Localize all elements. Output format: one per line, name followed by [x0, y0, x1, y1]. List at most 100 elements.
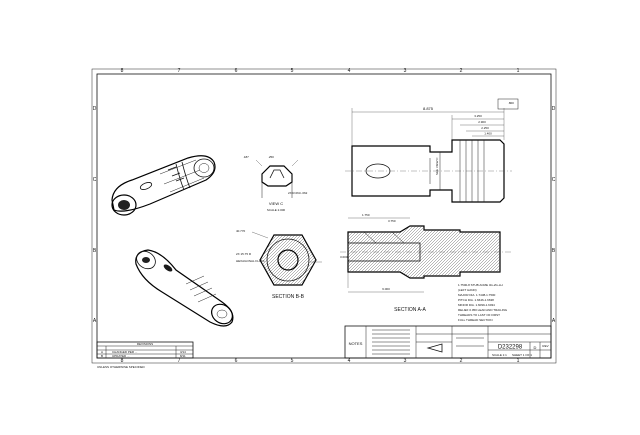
revisions-block: REVISIONS A CHANGED PER ... 3/14 B UPDAT… — [96, 341, 194, 369]
section-b-b: 40.770 2X 15.75 R HEXAGONAL FLATS SECTIO… — [236, 229, 322, 300]
thread-note-line-1: (LEFT HAND) — [458, 288, 477, 292]
zone-row-right-0: D — [552, 106, 556, 112]
hatch-line — [293, 235, 316, 285]
hatch-line — [290, 224, 346, 280]
section-aa-dim-3: 3.750 — [388, 219, 396, 223]
title-block: NOTES D232298 D REV SCALE 1:1 SHEET 1 OF… — [344, 325, 552, 359]
revision-row-a-desc: CHANGED PER ... — [112, 350, 138, 354]
zone-col-top-2: 6 — [235, 68, 238, 74]
zone-col-bottom-6: 2 — [460, 358, 463, 364]
hatch-line — [260, 235, 301, 285]
hatch-line — [348, 226, 365, 278]
zone-row-left-0: D — [93, 106, 97, 112]
section-bb-dim-2: 2X 15.75 R — [236, 252, 252, 256]
hatch-line — [348, 226, 368, 278]
thread-note-line-2: MAJOR DIA. 1.7438-1.7500 — [458, 293, 496, 297]
hatch-line — [260, 235, 286, 285]
scale-label: SCALE 1:1 — [492, 353, 507, 357]
thread-note-line-4: MINOR DIA. 1.6099-1.6034 — [458, 303, 495, 307]
hatch-line — [348, 226, 401, 278]
isometric-view-upper — [111, 155, 216, 216]
top-dim-5: .800 — [508, 101, 514, 105]
corner-note: UNLESS OTHERWISE SPECIFIED — [97, 365, 145, 369]
zone-row-right-2: B — [552, 248, 556, 254]
hatch-line — [266, 235, 316, 285]
hatch-line — [260, 235, 298, 285]
zone-row-right-1: C — [552, 177, 556, 183]
sheet-border — [91, 68, 557, 364]
revision-row-a-rev: A — [101, 350, 103, 354]
hatch-line — [472, 226, 500, 278]
hatch-line — [406, 226, 464, 278]
section-b-b-hatching — [260, 235, 316, 285]
hatch-line — [487, 226, 500, 278]
top-elevation-view: 8.875 3.250 2.900 2.250 1.400 .800 SEE V… — [345, 98, 519, 203]
zone-col-bottom-0: 8 — [121, 358, 124, 364]
notes-label: NOTES — [349, 341, 363, 346]
zone-col-top-3: 5 — [291, 68, 294, 74]
rev-label: REV — [542, 344, 548, 348]
hex-flats-note: HEXAGONAL FLATS — [236, 259, 265, 263]
revisions-header: REVISIONS — [137, 342, 153, 346]
zone-col-bottom-7: 1 — [517, 358, 520, 364]
hatch-line — [481, 226, 500, 278]
revision-row-a-date: 3/14 — [180, 350, 186, 354]
top-dim-3: 2.250 — [481, 126, 489, 130]
thread-note-line-6: THREADS TO LAST OF FIRST — [458, 313, 500, 317]
view-c-dim-2: .250 — [268, 155, 274, 159]
zone-col-top-1: 7 — [178, 68, 181, 74]
thread-note-line-7: FULL THREAD SECTION — [458, 318, 493, 322]
hatch-line — [409, 226, 467, 278]
hatch-line — [272, 235, 316, 285]
hatch-line — [275, 235, 316, 285]
zone-row-right-3: A — [552, 318, 556, 324]
hatch-line — [348, 226, 362, 278]
hatch-line — [442, 226, 500, 278]
section-aa-label: SECTION A-A — [394, 307, 426, 313]
sheet-label: SHEET 1 OF 1 — [512, 353, 532, 357]
section-bb-dim-1: 40.770 — [236, 229, 246, 233]
zone-col-top-0: 8 — [121, 68, 124, 74]
size-label: D — [534, 345, 537, 350]
top-dim-overall: 8.875 — [423, 106, 434, 111]
hatch-line — [260, 235, 283, 285]
hatch-line — [348, 226, 398, 278]
zone-row-left-2: B — [93, 248, 97, 254]
zone-row-left-1: C — [93, 177, 97, 183]
view-c-label: VIEW C — [269, 201, 283, 206]
section-aa-dim-1: 6.000 — [382, 287, 390, 291]
hatch-line — [290, 235, 316, 285]
view-c-dim-1: .187 — [243, 155, 249, 159]
section-bb-label: SECTION B-B — [272, 294, 305, 300]
drawing-number: D232298 — [498, 345, 523, 351]
top-dim-4: 1.400 — [484, 132, 492, 136]
section-aa-dim-4: 3.000 — [340, 255, 348, 259]
view-c-dim-3: 2X R.063-.062 — [288, 191, 308, 195]
zone-labels: 8 7 6 5 4 3 2 1 8 7 6 5 4 3 2 1 D C B A … — [93, 68, 556, 364]
isometric-view-lower — [135, 249, 234, 327]
hatch-line — [439, 226, 497, 278]
hatch-line — [260, 235, 289, 285]
thread-note-line-5: RELIEF 0.050 LEAD AND TRAILING — [458, 308, 508, 312]
hatch-line — [478, 226, 500, 278]
top-dim-2: 2.900 — [478, 120, 486, 124]
revision-row-b-desc: UPDATED ... — [112, 354, 130, 358]
revision-row-b-rev: B — [101, 354, 103, 358]
view-c-scale: SCALE 2.000 — [267, 208, 286, 212]
section-a-a: 6.000 1.750 3.750 3.000 SECTION A-A — [290, 213, 512, 313]
hatch-line — [376, 226, 434, 278]
zone-row-left-3: A — [93, 318, 97, 324]
hatch-line — [348, 226, 359, 278]
hatch-line — [299, 235, 316, 285]
section-aa-dim-2: 1.750 — [362, 213, 370, 217]
zone-col-bottom-3: 5 — [291, 358, 294, 364]
revision-row-b-date: 8/11 — [180, 354, 186, 358]
view-c: .187 .250 2X R.063-.062 VIEW C SCALE 2.0… — [243, 155, 308, 212]
hatch-line — [260, 235, 295, 285]
see-view-c-note: SEE VIEW C — [435, 157, 439, 175]
hatch-line — [260, 235, 316, 285]
hatch-line — [260, 235, 313, 285]
hatch-line — [348, 226, 377, 278]
hatch-line — [263, 235, 316, 285]
